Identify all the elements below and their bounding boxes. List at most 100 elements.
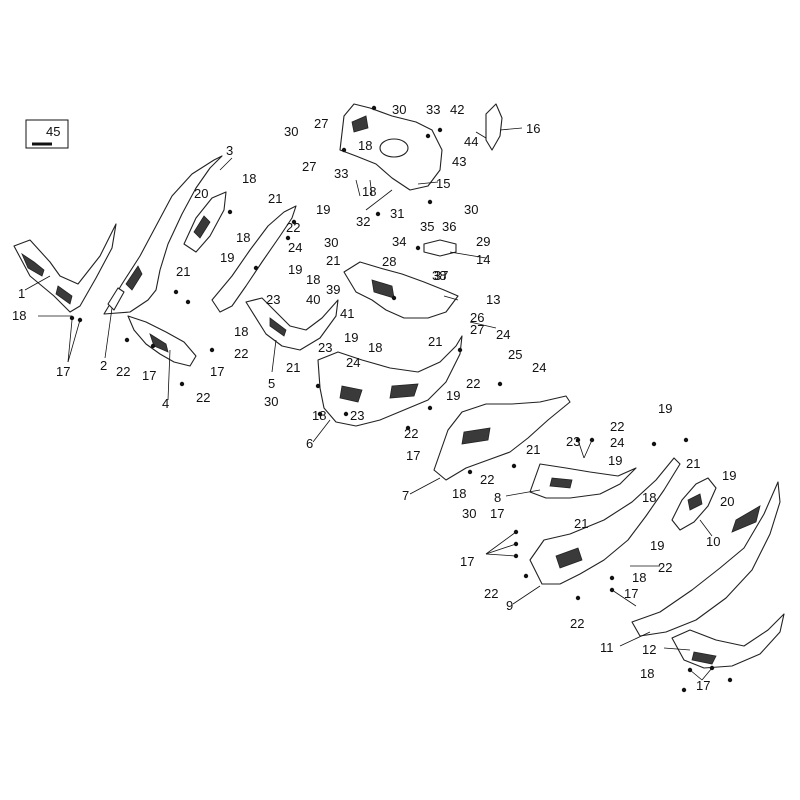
- callout-18: 18: [640, 666, 654, 681]
- callout-22: 22: [286, 220, 300, 235]
- callout-15: 15: [436, 176, 450, 191]
- callout-22: 22: [196, 390, 210, 405]
- legend-number: 45: [46, 124, 60, 139]
- callout-36: 36: [442, 219, 456, 234]
- callout-35: 35: [420, 219, 434, 234]
- callout-44: 44: [464, 134, 478, 149]
- callout-39: 39: [326, 282, 340, 297]
- callout-6: 6: [306, 436, 313, 451]
- callout-13: 13: [486, 292, 500, 307]
- callout-16: 16: [526, 121, 540, 136]
- callout-34: 34: [392, 234, 406, 249]
- callout-18: 18: [368, 340, 382, 355]
- callout-17: 17: [56, 364, 70, 379]
- callout-30: 30: [392, 102, 406, 117]
- callout-17: 17: [210, 364, 224, 379]
- callout-20: 20: [720, 494, 734, 509]
- callout-28: 28: [382, 254, 396, 269]
- callout-24: 24: [496, 327, 510, 342]
- callout-19: 19: [288, 262, 302, 277]
- callout-18: 18: [632, 570, 646, 585]
- part-10-small-panel: [671, 477, 717, 531]
- callout-labels: 1 2 3 4 5 6 7 8 9 10 11 12 13 14 15 16 1…: [12, 102, 736, 693]
- part-6-floor-cover: [317, 335, 463, 427]
- callout-17: 17: [142, 368, 156, 383]
- callout-22: 22: [404, 426, 418, 441]
- callout-22: 22: [610, 419, 624, 434]
- part-8-side-trim: [529, 463, 637, 499]
- callout-17: 17: [624, 586, 638, 601]
- callout-17: 17: [460, 554, 474, 569]
- callout-19: 19: [344, 330, 358, 345]
- part-5-footrest-cover: [245, 297, 339, 351]
- callout-21: 21: [428, 334, 442, 349]
- callout-8: 8: [494, 490, 501, 505]
- callout-18: 18: [362, 184, 376, 199]
- callout-30: 30: [264, 394, 278, 409]
- part-7-mid-cover: [433, 395, 571, 481]
- callout-23: 23: [350, 408, 364, 423]
- callout-23: 23: [318, 340, 332, 355]
- legend-box: 45: [25, 119, 69, 149]
- callout-22: 22: [570, 616, 584, 631]
- callout-18: 18: [358, 138, 372, 153]
- callout-30: 30: [464, 202, 478, 217]
- callout-1: 1: [18, 286, 25, 301]
- callout-27: 27: [302, 159, 316, 174]
- part-11-right-side-panel: [631, 481, 781, 637]
- callout-21: 21: [268, 191, 282, 206]
- callout-17: 17: [406, 448, 420, 463]
- callout-22: 22: [658, 560, 672, 575]
- callout-9: 9: [506, 598, 513, 613]
- part-central-frame: [211, 205, 297, 313]
- callout-11: 11: [600, 640, 614, 655]
- callout-17: 17: [490, 506, 504, 521]
- callout-31: 31: [390, 206, 404, 221]
- callout-12: 12: [642, 642, 656, 657]
- callout-20: 20: [194, 186, 208, 201]
- part-15-top-cover: [339, 103, 443, 191]
- callout-23: 23: [566, 434, 580, 449]
- callout-10: 10: [706, 534, 720, 549]
- callout-18: 18: [452, 486, 466, 501]
- callout-42: 42: [450, 102, 464, 117]
- callout-19: 19: [658, 401, 672, 416]
- callout-22: 22: [480, 472, 494, 487]
- callout-18: 18: [12, 308, 26, 323]
- callout-19: 19: [722, 468, 736, 483]
- part-9-lower-panel: [529, 457, 681, 585]
- callout-7: 7: [402, 488, 409, 503]
- callout-2: 2: [100, 358, 107, 373]
- callout-22: 22: [234, 346, 248, 361]
- part-14-clip: [423, 239, 457, 257]
- part-4-lower-trim: [127, 315, 197, 367]
- callout-24: 24: [532, 360, 546, 375]
- callout-37: 37: [434, 268, 448, 283]
- callout-23: 23: [266, 292, 280, 307]
- callout-29: 29: [476, 234, 490, 249]
- callout-30: 30: [284, 124, 298, 139]
- callout-19: 19: [650, 538, 664, 553]
- callout-33: 33: [334, 166, 348, 181]
- callout-18: 18: [236, 230, 250, 245]
- callout-40: 40: [306, 292, 320, 307]
- callout-24: 24: [346, 355, 360, 370]
- callout-27: 27: [314, 116, 328, 131]
- part-1-bracket: [13, 223, 117, 313]
- callout-14: 14: [476, 252, 490, 267]
- callout-27: 27: [470, 322, 484, 337]
- callout-19: 19: [220, 250, 234, 265]
- callout-43: 43: [452, 154, 466, 169]
- leader-lines: [24, 127, 713, 681]
- callout-24: 24: [288, 240, 302, 255]
- part-16-bracket: [485, 103, 503, 151]
- callout-21: 21: [286, 360, 300, 375]
- callout-26: 26: [470, 310, 484, 325]
- callout-3: 3: [226, 143, 233, 158]
- callout-17: 17: [696, 678, 710, 693]
- callout-19: 19: [316, 202, 330, 217]
- callout-22: 22: [466, 376, 480, 391]
- callout-41: 41: [340, 306, 354, 321]
- callout-22: 22: [116, 364, 130, 379]
- part-12-end-trim: [671, 613, 785, 669]
